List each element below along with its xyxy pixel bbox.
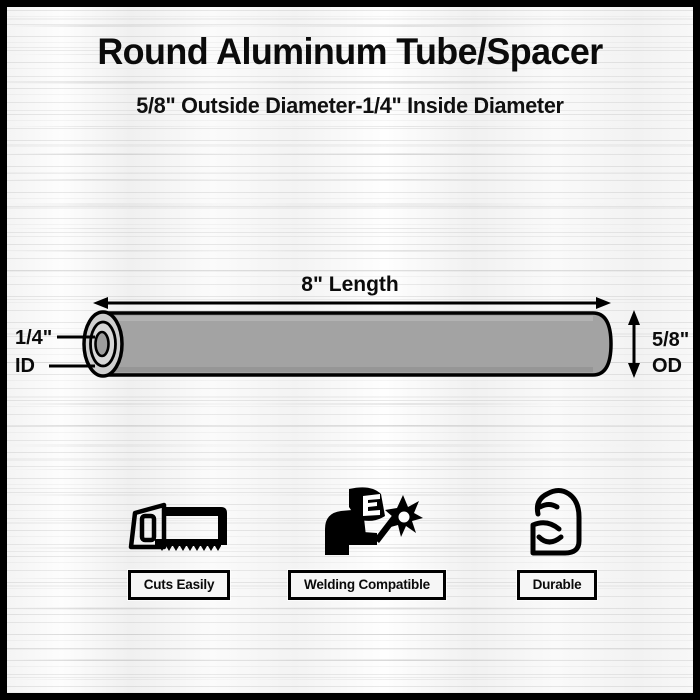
tube-diagram-svg: [49, 297, 640, 378]
welder-icon: [277, 485, 457, 557]
hacksaw-icon: [89, 485, 269, 557]
inner-diameter-value-label: 1/4": [15, 327, 53, 349]
feature-label: Durable: [516, 570, 598, 600]
outer-diameter-dimension-arrow: [628, 310, 640, 378]
outer-diameter-abbr-label: OD: [652, 355, 682, 377]
feature-durable: Durable: [467, 485, 647, 600]
feature-label: Welding Compatible: [288, 570, 446, 600]
page-title: Round Aluminum Tube/Spacer: [97, 31, 603, 72]
inner-diameter-abbr-label: ID: [15, 355, 35, 377]
feature-cuts-easily: Cuts Easily: [89, 485, 269, 600]
page-subtitle: 5/8" Outside Diameter-1/4" Inside Diamet…: [136, 93, 564, 118]
tube-end-cap: [82, 310, 124, 378]
tube-bore: [94, 330, 110, 358]
feature-label: Cuts Easily: [127, 570, 231, 600]
inner-diameter-leader-lines: [49, 335, 95, 368]
brushed-aluminum-panel: Round Aluminum Tube/Spacer 5/8" Outside …: [7, 7, 693, 693]
length-dimension-arrow: [93, 297, 611, 309]
flexed-bicep-icon: [467, 485, 647, 557]
outer-diameter-value-label: 5/8": [652, 329, 690, 351]
length-dimension-label: 8" Length: [301, 273, 399, 296]
tube-diagram: 8" Length 1/4" ID 5/8" OD: [7, 7, 693, 693]
feature-welding-compatible: Welding Compatible: [277, 485, 457, 600]
tube-body: [101, 311, 613, 377]
